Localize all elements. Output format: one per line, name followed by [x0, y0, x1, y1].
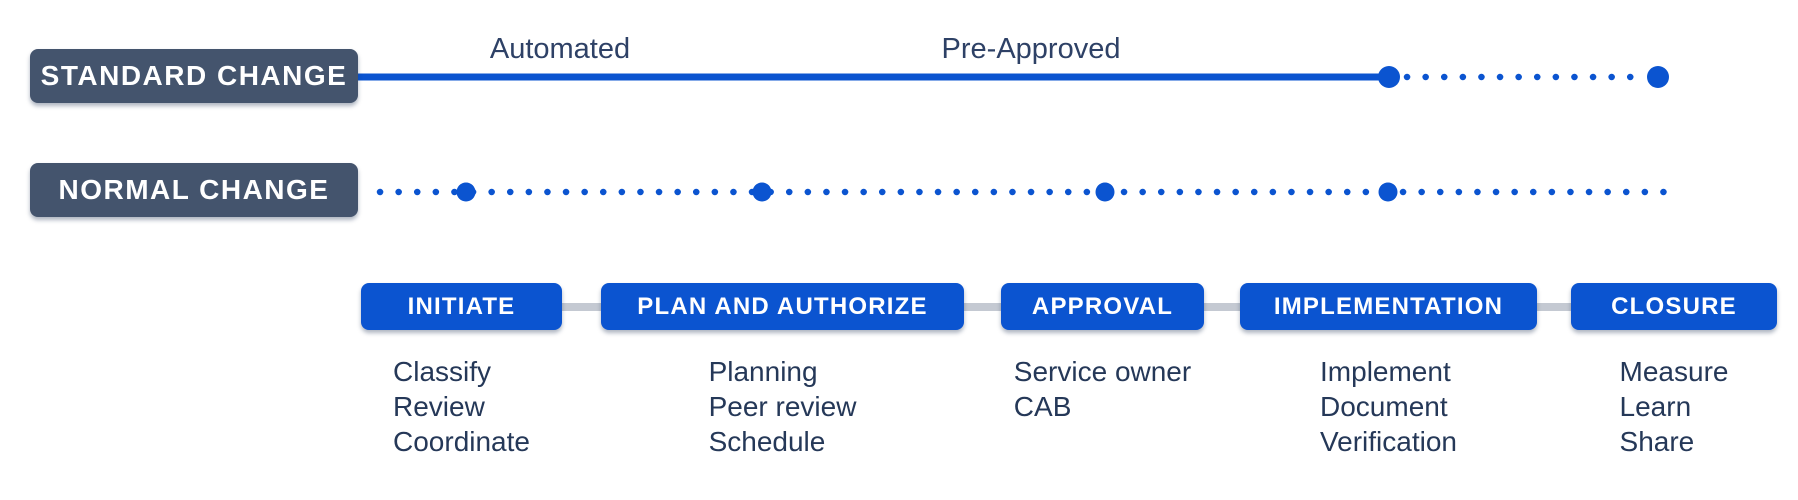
stage-column-closure: CLOSURE Measure Learn Share — [1571, 283, 1777, 459]
stage-items-plan-and-authorize: Planning Peer review Schedule — [709, 354, 857, 459]
stage-box-initiate: INITIATE — [361, 283, 562, 330]
milestone-dot — [752, 182, 772, 202]
stage-box-closure: CLOSURE — [1571, 283, 1777, 330]
stage-box-plan-and-authorize: PLAN AND AUTHORIZE — [601, 283, 964, 330]
stage-column-plan-and-authorize: PLAN AND AUTHORIZE Planning Peer review … — [601, 283, 964, 459]
automated-annotation: Automated — [489, 33, 631, 65]
stage-column-approval: APPROVAL Service owner CAB — [1001, 283, 1204, 424]
stage-column-initiate: INITIATE Classify Review Coordinate — [361, 283, 562, 459]
stage-item: Planning — [708, 356, 818, 387]
stage-item: Verification — [1320, 426, 1457, 457]
stage-item: Review — [393, 391, 485, 422]
stage-item: Implement — [1320, 356, 1451, 387]
stage-box-approval: APPROVAL — [1001, 283, 1204, 330]
stage-item: Schedule — [708, 426, 826, 457]
stage-items-initiate: Classify Review Coordinate — [393, 354, 530, 459]
stage-item: Classify — [393, 356, 492, 387]
stage-item: Coordinate — [393, 426, 530, 457]
stage-item: Service owner — [1013, 356, 1192, 387]
stage-box-implementation: IMPLEMENTATION — [1240, 283, 1537, 330]
stage-items-implementation: Implement Document Verification — [1320, 354, 1457, 459]
stage-item: CAB — [1013, 391, 1072, 422]
normal-change-badge: NORMAL CHANGE — [30, 163, 358, 217]
milestone-dot — [1378, 66, 1400, 88]
stage-items-closure: Measure Learn Share — [1620, 354, 1729, 459]
milestone-dot — [1647, 66, 1669, 88]
milestone-dot — [1378, 182, 1398, 202]
stage-item: Document — [1320, 391, 1448, 422]
stage-item: Peer review — [708, 391, 857, 422]
standard-change-badge: STANDARD CHANGE — [30, 49, 358, 103]
stage-column-implementation: IMPLEMENTATION Implement Document Verifi… — [1240, 283, 1537, 459]
milestone-dot — [1095, 182, 1115, 202]
stage-item: Measure — [1619, 356, 1729, 387]
stage-items-approval: Service owner CAB — [1014, 354, 1191, 424]
stage-item: Share — [1619, 426, 1695, 457]
stage-item: Learn — [1619, 391, 1692, 422]
pre-approved-annotation: Pre-Approved — [941, 33, 1121, 65]
milestone-dot — [456, 182, 476, 202]
